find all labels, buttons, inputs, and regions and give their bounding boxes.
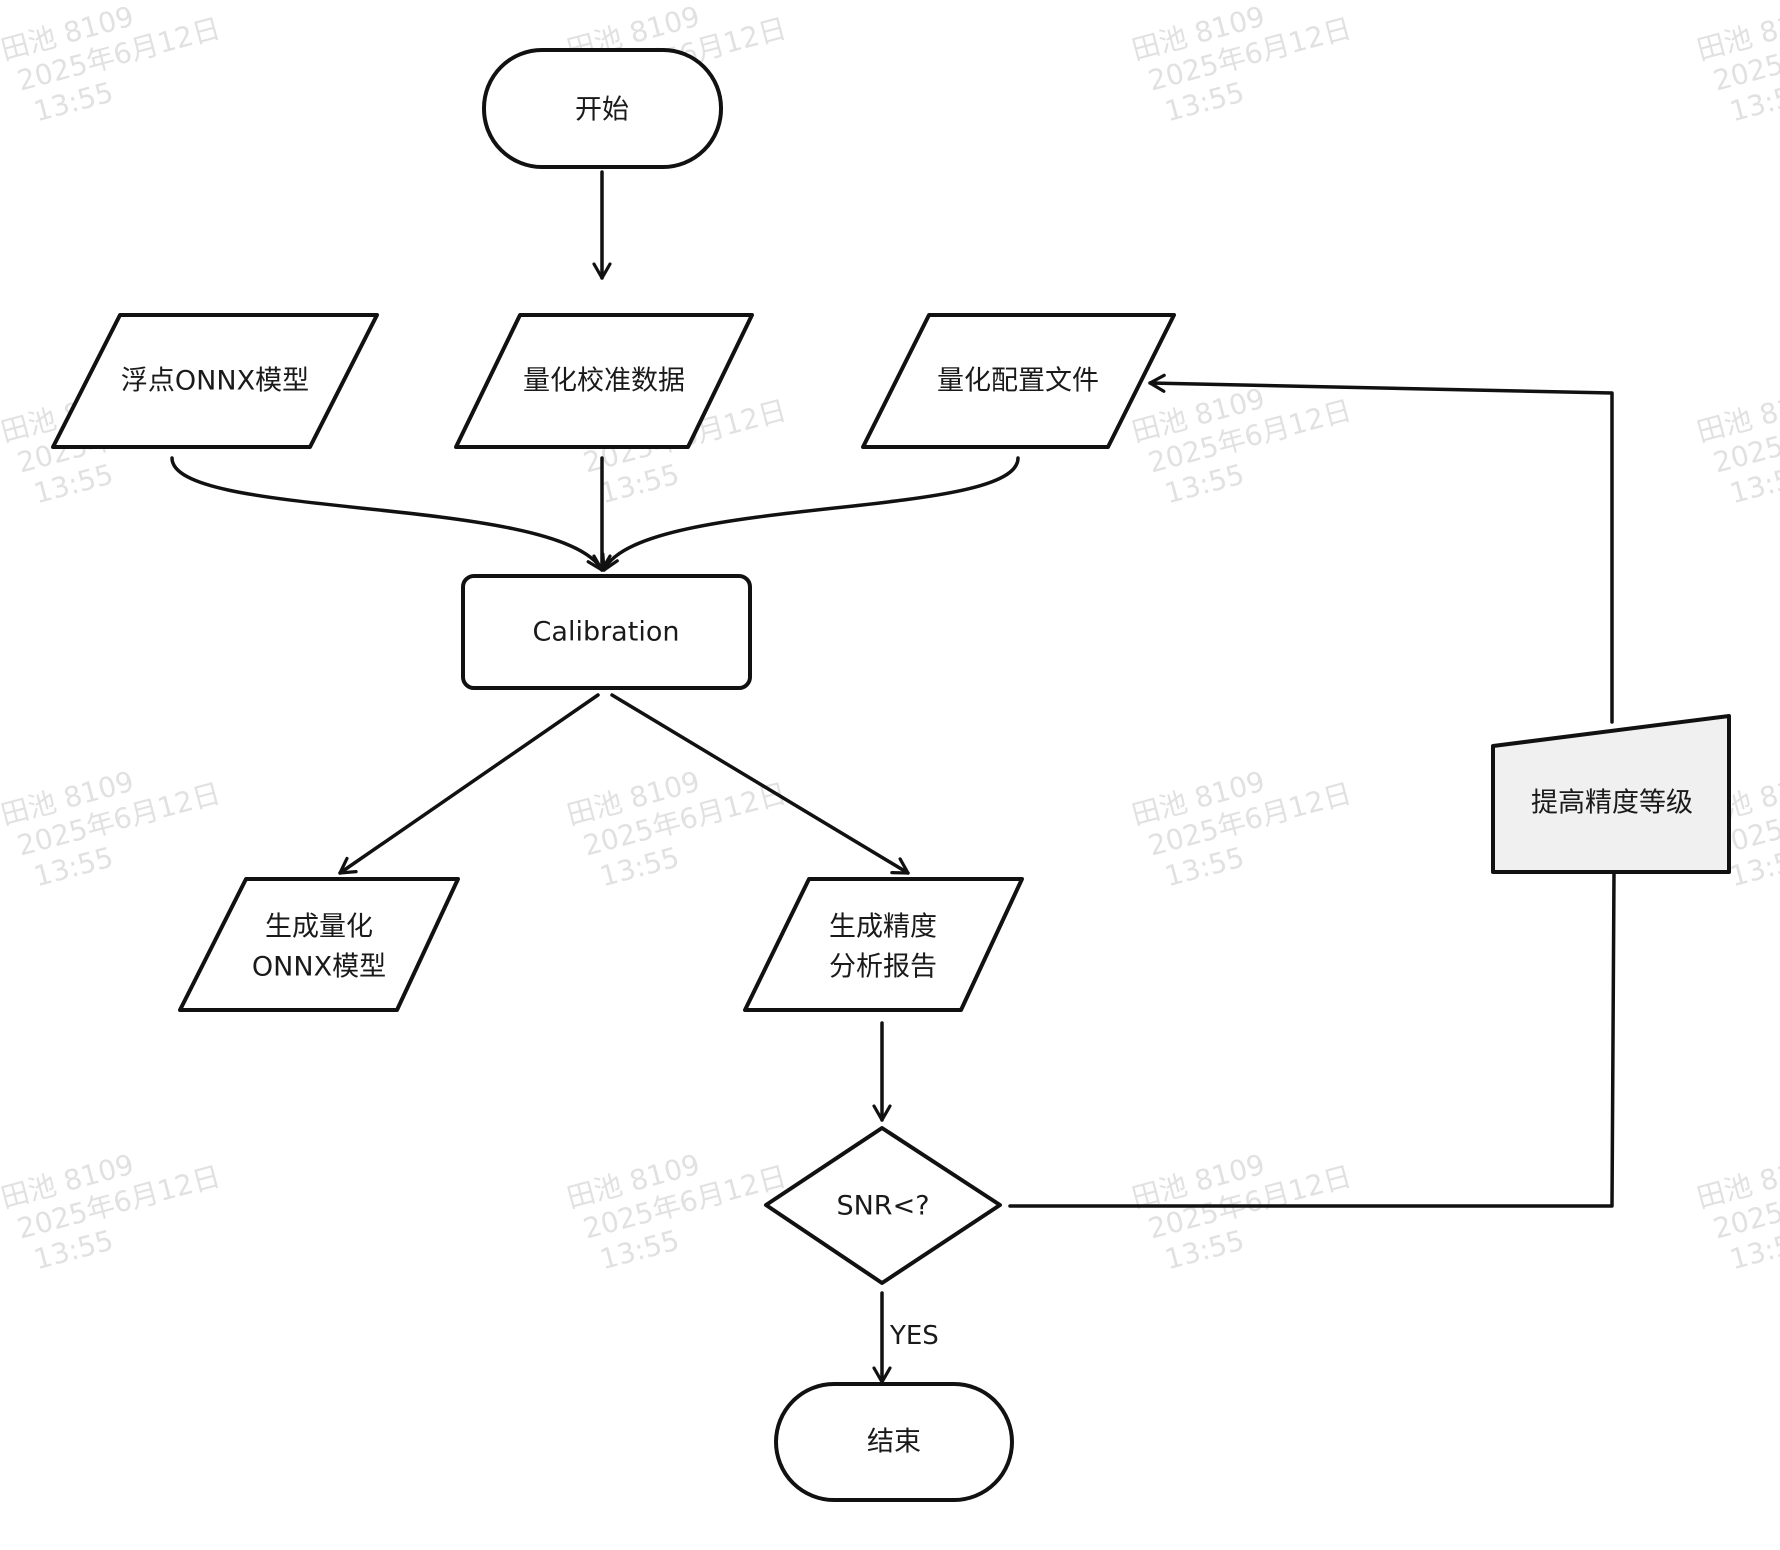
calib-data-label: 量化校准数据: [523, 366, 685, 397]
start-label: 开始: [575, 95, 629, 126]
edge-snr-check-to-raise-precision: [1008, 870, 1616, 1208]
calibration-process: Calibration: [461, 574, 752, 690]
edge-quant-config-to-calibration: [601, 456, 1020, 572]
raise-precision-label: 提高精度等级: [1531, 788, 1693, 819]
quant-model-data: 生成量化 ONNX模型: [178, 877, 460, 1012]
calibration-label: Calibration: [533, 617, 680, 648]
edge-label-yes: YES: [889, 1321, 939, 1351]
edge-calibration-to-accuracy-report: [610, 693, 910, 875]
float-model-label: 浮点ONNX模型: [121, 366, 309, 397]
quant-model-label-line1: 生成量化: [265, 912, 373, 943]
edge-float-model-to-calibration: [170, 456, 604, 572]
calib-data-data: 量化校准数据: [454, 313, 754, 449]
accuracy-report-data: 生成精度 分析报告: [743, 877, 1024, 1012]
accuracy-report-label-line1: 生成精度: [829, 912, 937, 943]
accuracy-report-label-line2: 分析报告: [829, 952, 937, 983]
float-model-data: 浮点ONNX模型: [51, 313, 379, 449]
edges: [170, 170, 1616, 1384]
end-terminal: 结束: [774, 1382, 1014, 1502]
quant-config-label: 量化配置文件: [937, 366, 1099, 397]
quant-model-label-line2: ONNX模型: [252, 952, 386, 983]
end-label: 结束: [867, 1427, 921, 1458]
snr-check-decision: SNR<?: [764, 1126, 1002, 1285]
edge-raise-precision-to-quant-config: [1148, 373, 1614, 724]
edge-calibration-to-quant-model: [338, 693, 600, 875]
quant-config-data: 量化配置文件: [861, 313, 1176, 449]
start-terminal: 开始: [482, 48, 723, 169]
nodes: 开始 浮点ONNX模型 量化校准数据 量化配置文件 Calibration 生成…: [51, 48, 1731, 1502]
snr-check-label: SNR<?: [836, 1191, 929, 1222]
raise-precision-manual-input: 提高精度等级: [1491, 714, 1731, 874]
